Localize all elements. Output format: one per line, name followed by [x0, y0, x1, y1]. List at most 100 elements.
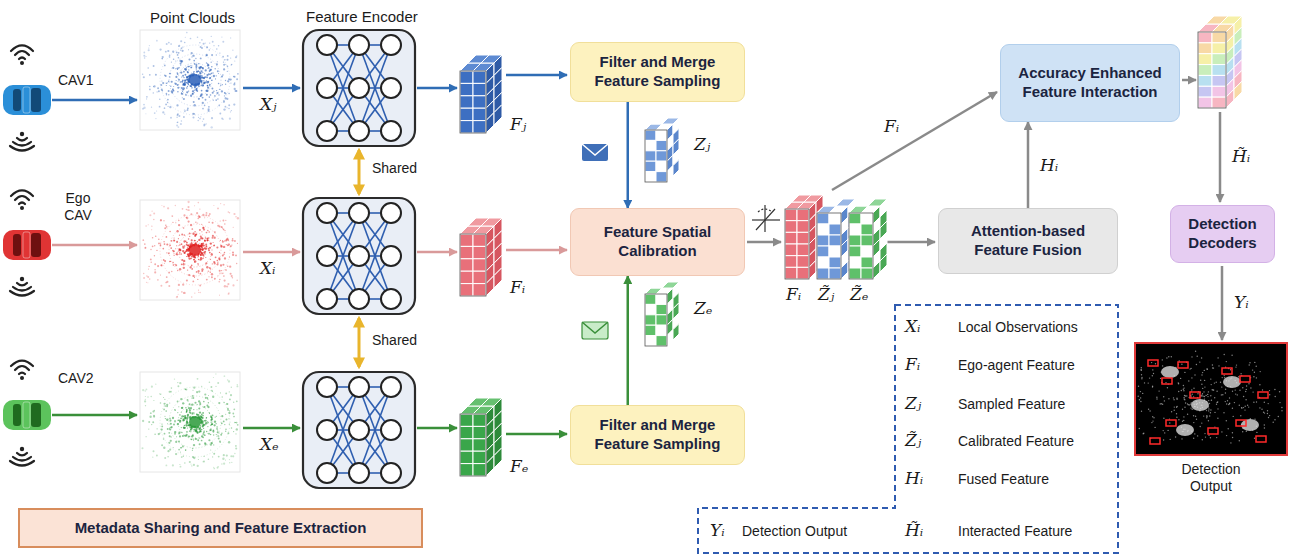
- point: [189, 431, 190, 432]
- point: [197, 223, 198, 224]
- point: [142, 108, 144, 110]
- point: [186, 217, 188, 219]
- point: [195, 89, 197, 91]
- lidar-point: [1221, 394, 1222, 395]
- point: [184, 252, 186, 254]
- lidar-point: [1173, 399, 1174, 400]
- point: [205, 264, 206, 265]
- point: [174, 420, 175, 421]
- point: [203, 244, 205, 246]
- point: [191, 239, 193, 241]
- point: [168, 432, 170, 434]
- point: [194, 261, 195, 262]
- point: [179, 251, 180, 252]
- point: [193, 409, 194, 410]
- point: [150, 249, 151, 250]
- point: [209, 84, 211, 86]
- point: [204, 406, 206, 408]
- car-body: [3, 85, 51, 115]
- point: [207, 63, 208, 64]
- point: [209, 77, 211, 79]
- point: [145, 405, 146, 406]
- point: [148, 429, 149, 430]
- lidar-point: [1246, 431, 1247, 432]
- point: [174, 431, 176, 433]
- point: [219, 295, 220, 296]
- point: [176, 80, 177, 81]
- point: [187, 86, 188, 87]
- net-neuron: [317, 203, 337, 223]
- point: [172, 89, 174, 91]
- lidar-point: [1201, 357, 1202, 358]
- point: [173, 58, 175, 60]
- ring: [160, 387, 230, 457]
- point: [157, 265, 159, 267]
- point: [225, 84, 226, 85]
- point: [223, 108, 225, 110]
- point: [190, 412, 191, 413]
- point: [175, 83, 177, 85]
- point: [196, 69, 197, 70]
- feature-encoder: [303, 30, 415, 146]
- cell: [486, 456, 494, 476]
- point: [218, 73, 219, 74]
- point: [200, 273, 202, 275]
- ring: [160, 215, 230, 285]
- point: [225, 431, 226, 432]
- point: [225, 414, 226, 415]
- cell: [473, 234, 486, 246]
- point: [166, 243, 168, 245]
- point: [189, 233, 191, 235]
- point: [217, 262, 218, 263]
- point: [146, 389, 148, 391]
- point: [219, 113, 221, 115]
- lidar-point: [1220, 382, 1221, 383]
- point: [198, 459, 199, 460]
- point: [159, 99, 160, 100]
- point: [161, 205, 162, 206]
- point: [231, 244, 232, 245]
- point: [178, 57, 180, 59]
- point: [166, 276, 168, 278]
- point: [232, 239, 234, 241]
- point: [150, 396, 151, 397]
- point: [215, 417, 216, 418]
- point: [185, 70, 186, 71]
- point: [152, 457, 153, 458]
- point: [213, 100, 214, 101]
- point: [151, 211, 152, 212]
- net-neuron: [381, 377, 401, 397]
- point: [208, 215, 210, 217]
- point: [200, 57, 202, 59]
- point: [183, 419, 185, 421]
- point: [198, 272, 199, 273]
- cell: [1212, 86, 1226, 97]
- point: [213, 261, 215, 263]
- point: [204, 217, 205, 218]
- point: [185, 68, 187, 70]
- point: [191, 439, 192, 440]
- point: [201, 386, 202, 387]
- point: [167, 456, 169, 458]
- point: [220, 220, 221, 221]
- generated-art: [3, 16, 1283, 488]
- cube-edge: [460, 71, 486, 133]
- point: [178, 220, 180, 222]
- cell: [861, 235, 873, 246]
- point: [219, 53, 220, 54]
- cell: [1234, 81, 1242, 100]
- point: [236, 385, 238, 387]
- point: [179, 60, 181, 62]
- point: [231, 64, 232, 65]
- cell: [656, 315, 667, 325]
- point: [232, 277, 233, 278]
- lidar-point: [1253, 376, 1254, 377]
- cell: [460, 71, 473, 83]
- point: [202, 461, 203, 462]
- point: [170, 426, 172, 428]
- cell: [1212, 54, 1226, 65]
- wave: [13, 287, 31, 291]
- point: [190, 258, 191, 259]
- cube-edge: [785, 209, 809, 279]
- point: [197, 465, 199, 467]
